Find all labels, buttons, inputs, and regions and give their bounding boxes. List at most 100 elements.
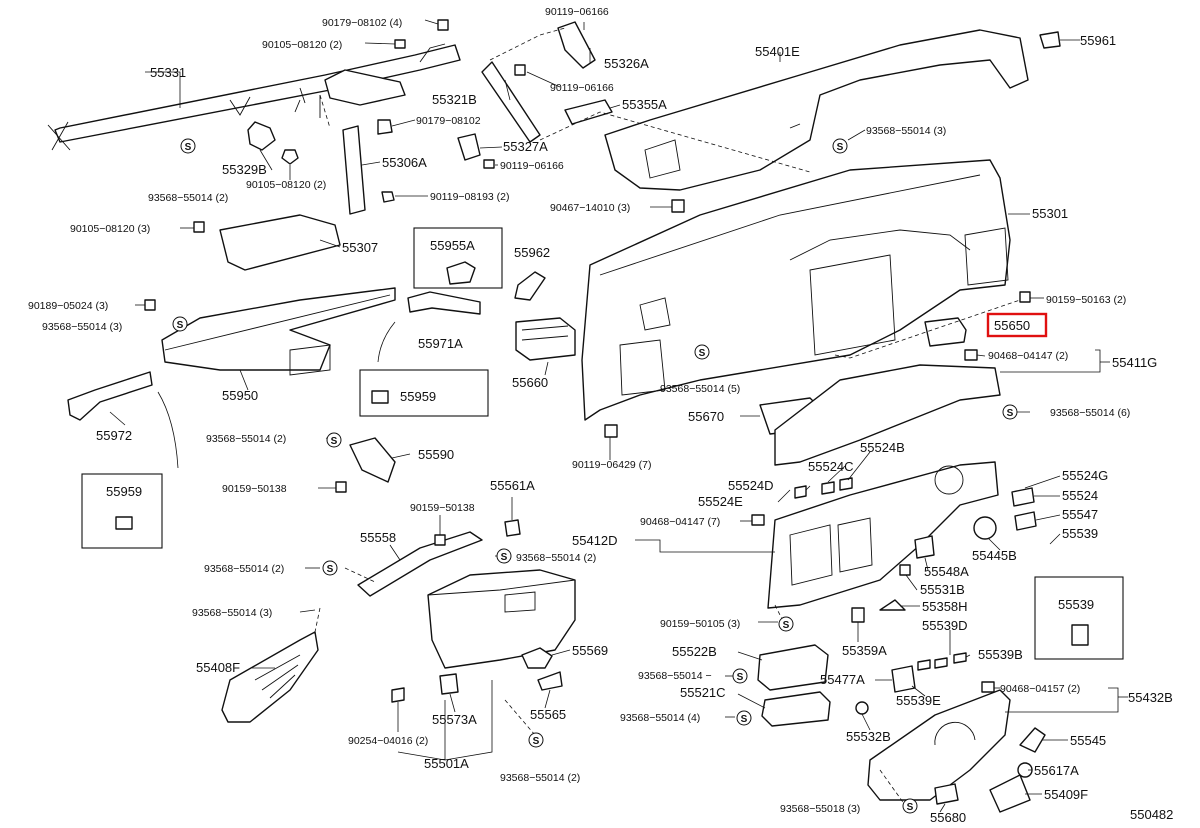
label-90119-06429-7: 90119−06429 (7) — [572, 459, 652, 471]
plug-55959-a — [371, 390, 389, 404]
label-90159-50105-3: 90159−50105 (3) — [660, 618, 740, 630]
damper-55573a — [439, 673, 459, 695]
housing-55522b — [757, 644, 829, 691]
reinforcement-bar-part — [47, 43, 461, 151]
label-55359A: 55359A — [842, 643, 887, 658]
s-symbol: S — [694, 344, 710, 360]
label-90159-50163-2: 90159−50163 (2) — [1046, 294, 1126, 306]
reference-code: 550482 — [1130, 807, 1173, 822]
clip-55561a — [504, 519, 521, 537]
svg-text:S: S — [327, 564, 334, 575]
brace-55306a — [342, 125, 366, 215]
screw-b — [193, 221, 205, 233]
label-55355A: 55355A — [622, 97, 667, 112]
label-55670: 55670 — [688, 409, 724, 424]
bracket-55590 — [349, 437, 396, 483]
s-symbol: S — [778, 616, 794, 632]
pin-55565 — [537, 671, 563, 691]
s-symbol: S — [326, 432, 342, 448]
label-55565: 55565 — [530, 707, 566, 722]
screw-90189 — [144, 299, 156, 311]
label-90105-08120-3: 90105−08120 (3) — [70, 223, 150, 235]
label-55547: 55547 — [1062, 507, 1098, 522]
label-93568-55018-3: 93568−55018 (3) — [780, 803, 860, 815]
label-93568-55014-3b: 93568−55014 (3) — [42, 321, 122, 333]
plug-55959-b — [115, 516, 133, 530]
guide-line-1 — [489, 27, 566, 61]
label-55306A: 55306A — [382, 155, 427, 170]
box-55955a — [413, 227, 503, 289]
s-symbol: S — [496, 548, 512, 564]
duct-55950 — [161, 287, 396, 376]
label-55331: 55331 — [150, 65, 186, 80]
label-93568-55014-2b: 93568−55014 (2) — [206, 433, 286, 445]
label-55569: 55569 — [572, 643, 608, 658]
guide-line-9 — [319, 94, 331, 129]
label-90119-06166-b: 90119−06166 — [550, 82, 614, 94]
label-55524E: 55524E — [698, 494, 743, 509]
bumper-90254 — [391, 687, 405, 703]
label-90179-08102: 90179−08102 — [416, 115, 481, 127]
screw-90159-50163 — [1019, 291, 1031, 303]
labels: 55331 90179−08102 (4) 90105−08120 (2) 90… — [28, 6, 1173, 825]
arrow-55959-b — [157, 391, 179, 469]
label-90119-06166-a: 90119−06166 — [545, 6, 609, 18]
clip-90468-04157 — [981, 681, 995, 693]
box-55959-b — [81, 473, 163, 549]
s-symbol: S — [1002, 404, 1018, 420]
label-55539-a: 55539 — [1062, 526, 1098, 541]
svg-text:S: S — [907, 802, 914, 813]
bolt-b — [381, 191, 395, 203]
switch-55524 — [1011, 487, 1035, 507]
vent-55650 — [924, 317, 967, 347]
label-90467-14010-3: 90467−14010 (3) — [550, 202, 630, 214]
label-93568-55014-2e: 93568−55014 (2) — [500, 772, 580, 784]
label-55971A: 55971A — [418, 336, 463, 351]
label-90189-05024-3: 90189−05024 (3) — [28, 300, 108, 312]
clip-55961 — [1039, 31, 1061, 49]
label-55531B: 55531B — [920, 582, 965, 597]
label-93568-55014-x: 93568−55014 − — [638, 670, 712, 682]
label-55524B: 55524B — [860, 440, 905, 455]
s-symbols: S S S S S S S S S S S S S — [172, 138, 1018, 814]
bracket-55558 — [357, 531, 483, 597]
cover-55408f — [221, 631, 319, 723]
screw-90119-06429 — [604, 424, 618, 438]
label-90105-08120-2b: 90105−08120 (2) — [246, 179, 326, 191]
part-55962 — [514, 271, 546, 301]
hose-55972 — [67, 371, 153, 421]
label-55548A: 55548A — [924, 564, 969, 579]
label-55959-b: 55959 — [106, 484, 142, 499]
clip-90468-04147 — [964, 349, 978, 361]
guide-line-3 — [834, 299, 1021, 359]
label-90159-50138-b: 90159−50138 — [410, 502, 475, 514]
svg-text:S: S — [501, 552, 508, 563]
guide-line-7 — [314, 607, 321, 633]
grille-55409f — [989, 774, 1031, 813]
label-90468-04157-2: 90468−04157 (2) — [1000, 683, 1080, 695]
cluster-panel-55412d — [767, 461, 999, 609]
label-55524D: 55524D — [728, 478, 774, 493]
upper-pad-55401e — [604, 29, 1029, 191]
s-symbol: S — [528, 732, 544, 748]
switch-55524c — [821, 481, 835, 495]
label-55950: 55950 — [222, 388, 258, 403]
label-55524: 55524 — [1062, 488, 1098, 503]
label-55307: 55307 — [342, 240, 378, 255]
instrument-panel-55301 — [581, 159, 1011, 421]
label-55650: 55650 — [994, 318, 1030, 333]
part-55545 — [1019, 727, 1046, 753]
label-55522B: 55522B — [672, 644, 717, 659]
grommet-a — [377, 119, 393, 135]
guide-line-6 — [504, 699, 536, 736]
vent-55680 — [934, 783, 959, 805]
screw-90159-50138-a — [335, 481, 347, 493]
label-93568-55014-5: 93568−55014 (5) — [660, 383, 740, 395]
plug-55539d — [917, 652, 967, 671]
svg-text:S: S — [741, 714, 748, 725]
clip-90159-50138-b — [434, 534, 446, 546]
label-55401E: 55401E — [755, 44, 800, 59]
label-55326A: 55326A — [604, 56, 649, 71]
label-55524G: 55524G — [1062, 468, 1108, 483]
label-55660: 55660 — [512, 375, 548, 390]
